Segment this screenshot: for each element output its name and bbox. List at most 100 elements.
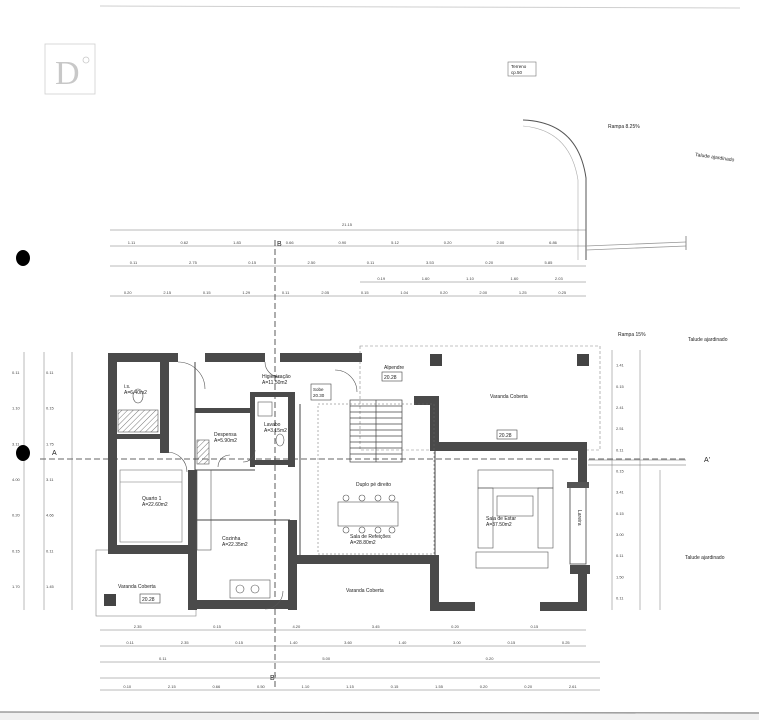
dimension-label: 0.90	[338, 240, 347, 245]
room-name-higienizacao: Higienização	[262, 374, 291, 380]
dimension-label: 2.05	[321, 290, 330, 295]
dimension-label: 2.61	[569, 684, 578, 689]
dimension-label: 1.40	[399, 640, 408, 645]
right-dimensions	[611, 350, 661, 610]
dimension-label: 0.11	[12, 370, 20, 375]
living-furniture	[475, 469, 554, 569]
slope-label-2: Talude ajardinado	[688, 337, 728, 343]
bottom-dimensions	[100, 629, 600, 691]
section-b-bottom: B'	[270, 675, 276, 682]
dimension-label: 0.11	[616, 447, 624, 452]
dimension-label: 0.15	[616, 468, 625, 473]
dimension-label: 2.03	[555, 276, 564, 281]
dimension-label: 1.40	[290, 640, 299, 645]
dimension-label: 3.41	[616, 490, 625, 495]
binder-hole	[16, 250, 30, 266]
dimension-label: 1.75	[46, 441, 55, 446]
dimension-label: 1.10	[466, 276, 475, 281]
dimension-label: 0.11	[616, 553, 624, 558]
exterior-walls	[108, 353, 590, 611]
dim-left-col1: 0.111.103.114.000.200.151.70	[12, 370, 21, 589]
terrain-label: Terreno cp.50	[507, 61, 537, 77]
room-name-lareira: Lareira	[576, 510, 582, 526]
top-scan-edge	[99, 5, 741, 9]
staircase	[349, 399, 403, 463]
ramp-top-label: Rampa 8.25%	[608, 124, 640, 130]
dimension-label: 1.45	[46, 584, 55, 589]
dimension-label: 5.85	[545, 260, 554, 265]
dimension-label: 1.29	[242, 290, 251, 295]
room-area-sala-estar: A=37.50m2	[486, 522, 512, 528]
dimension-label: 3.00	[616, 532, 625, 537]
bed	[119, 469, 183, 543]
varanda-sw-level: 20.28	[142, 597, 155, 603]
dimension-label: 3.11	[46, 477, 54, 482]
terrain-level: cp.50	[511, 70, 523, 75]
dimension-label: 0.62	[180, 240, 189, 245]
dimension-label: 2.00	[479, 290, 488, 295]
section-a-left: A	[52, 450, 57, 457]
left-dimensions	[23, 352, 73, 610]
dimension-label: 0.15	[616, 384, 625, 389]
dimension-label: 0.20	[485, 260, 494, 265]
slope-label-3: Talude ajardinado	[685, 555, 725, 561]
room-name-sala-refeicoes: Sala de Refeições	[350, 534, 391, 540]
terrain-name: Terreno	[511, 64, 527, 69]
dimension-label: 5.12	[391, 240, 400, 245]
dimension-label: 0.20	[524, 684, 533, 689]
dimension-label: 0.20	[440, 290, 449, 295]
dimension-label: 2.50	[308, 260, 317, 265]
dimension-label: 0.11	[130, 260, 138, 265]
interior-partitions	[194, 362, 436, 555]
dimension-label: 3.00	[453, 640, 462, 645]
dimension-label: 0.20	[486, 656, 495, 661]
room-name-varanda-coberta-s: Varanda Coberta	[346, 588, 384, 594]
dim-top-total: 21.15	[342, 222, 353, 227]
dimension-label: 0.11	[46, 548, 54, 553]
room-name-quarto-1: Quarto 1	[142, 496, 162, 502]
dimension-label: 1.25	[519, 290, 528, 295]
dimension-label: 0.11	[367, 260, 375, 265]
dimension-label: 0.11	[282, 290, 290, 295]
dimension-label: 2.35	[134, 624, 143, 629]
alpendre-level: 20.28	[384, 375, 397, 381]
dim-right-col: 1.410.152.412.510.110.153.410.153.000.11…	[616, 363, 625, 601]
room-area-despensa: A=5.90m2	[214, 438, 237, 444]
dimension-label: 1.60	[422, 276, 431, 281]
bottom-scan-edge	[0, 712, 759, 720]
dimension-label: 0.25	[562, 640, 571, 645]
room-name-varanda-coberta-ne: Varanda Coberta	[490, 394, 528, 400]
dimension-label: 3.60	[344, 640, 353, 645]
ramp-side-label: Rampa 15%	[618, 332, 646, 338]
double-height-outline	[317, 403, 435, 555]
top-dimensions	[110, 229, 586, 297]
dimension-label: 0.20	[12, 513, 21, 518]
stair-sobe-level: 20.30	[313, 393, 325, 398]
room-area-lavabo: A=3.15m2	[264, 428, 287, 434]
columns	[104, 354, 589, 606]
dimension-label: 0.11	[46, 370, 54, 375]
dim-left-col2: 0.110.151.753.114.660.111.45	[46, 370, 55, 589]
dimension-label: 1.10	[302, 684, 311, 689]
dimension-label: 0.15	[391, 684, 400, 689]
dimension-label: 0.15	[46, 406, 55, 411]
dimension-label: 0.15	[361, 290, 370, 295]
dimension-label: 1.10	[12, 406, 21, 411]
dimension-label: 0.11	[159, 656, 167, 661]
dimension-label: 2.00	[496, 240, 505, 245]
dimension-label: 0.15	[616, 511, 625, 516]
varanda-sw-outline	[95, 549, 197, 617]
dimension-label: 0.20	[480, 684, 489, 689]
dimension-label: 0.50	[257, 684, 266, 689]
slope-label-1: Talude ajardinado	[695, 152, 735, 163]
dimension-label: 4.20	[292, 624, 301, 629]
room-name-alpendre: Alpendre	[384, 365, 404, 371]
room-area-cozinha: A=22.35m2	[222, 542, 248, 548]
